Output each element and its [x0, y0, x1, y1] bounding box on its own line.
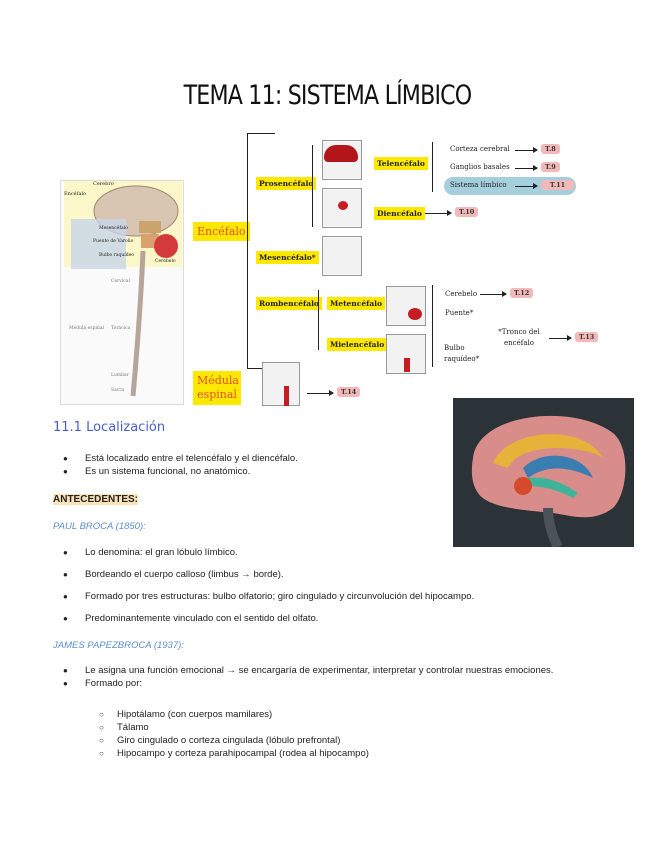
label-medula: Médula espinal	[69, 326, 104, 331]
bracket-telencefalo	[432, 142, 433, 192]
tag-t12: T.12	[510, 288, 534, 298]
tag-t10: T.10	[455, 207, 479, 217]
papez-heading: JAMES PAPEZBROCA (1937):	[53, 640, 184, 651]
brain-thumb-medula	[262, 362, 300, 406]
antecedentes-heading: ANTECEDENTES:	[53, 494, 139, 505]
arrow-medula	[307, 390, 334, 396]
bracket-main	[247, 133, 248, 368]
mesencefalo-label: Mesencéfalo*	[256, 251, 319, 264]
bullet-item: Está localizado entre el telencéfalo y e…	[53, 452, 433, 465]
telencefalo-label: Telencéfalo	[374, 157, 428, 170]
bullet-item: Lo denomina: el gran lóbulo límbico.	[53, 546, 613, 559]
bullet-item: Formado por tres estructuras: bulbo olfa…	[53, 590, 613, 603]
tag-t13: T.13	[575, 332, 599, 342]
arrow-ganglios	[515, 165, 538, 171]
section-heading: 11.1 Localización	[53, 420, 166, 435]
broca-heading: PAUL BROCA (1850):	[53, 521, 146, 532]
encefalo-label: Encéfalo	[193, 222, 250, 241]
mielencefalo-highlight	[404, 358, 410, 372]
arrow-cerebelo	[480, 291, 507, 297]
sub-item: Hipocampo y corteza parahipocampal (rode…	[53, 747, 613, 760]
label-cerebelo: Cerebelo	[155, 259, 176, 264]
papez-points: Le asigna una función emocional → se enc…	[53, 664, 613, 690]
label-sacra: Sacra	[111, 388, 125, 393]
location-bullets: Está localizado entre el telencéfalo y e…	[53, 452, 433, 478]
metencefalo-highlight	[408, 308, 422, 320]
tag-t8: T.8	[541, 144, 560, 154]
sub-item: Giro cingulado o corteza cingulada (lóbu…	[53, 734, 613, 747]
label-cervical: Cervical	[111, 279, 130, 284]
bullet-item: Predominantemente vinculado con el senti…	[53, 612, 613, 625]
bracket-bottom	[247, 368, 275, 369]
brain-drawing	[71, 185, 179, 397]
bullet-item: Es un sistema funcional, no anatómico.	[53, 465, 433, 478]
medula-highlight	[284, 386, 289, 406]
tag-t9: T.9	[541, 162, 560, 172]
ganglios-label: Ganglios basales	[450, 163, 510, 171]
mielencefalo-label: Mielencéfalo	[327, 338, 388, 351]
medula-label: Médula espinal	[193, 371, 241, 405]
label-encefalo: Encéfalo	[64, 191, 87, 197]
bracket-prosencefalo	[312, 145, 313, 227]
telencefalo-highlight	[324, 145, 358, 162]
arrow-sistema-limbico	[515, 183, 538, 189]
nervous-system-figure: Cerebro Encéfalo Mesencéfalo Puente de V…	[60, 180, 184, 405]
broca-points: Lo denomina: el gran lóbulo límbico. Bor…	[53, 546, 613, 625]
papez-subitems: Hipotálamo (con cuerpos mamilares) Tálam…	[53, 708, 613, 760]
arrow-tronco	[549, 335, 572, 341]
puente-label: Puente*	[445, 309, 474, 317]
bullet-item: Le asigna una función emocional → se enc…	[53, 664, 613, 677]
bulbo-label: Bulbo raquídeo*	[444, 344, 480, 363]
sistema-limbico-label: Sistema límbico	[450, 181, 507, 189]
arrow-corteza	[515, 147, 538, 153]
bullet-item: Formado por:	[53, 677, 613, 690]
tronco-label: *Tronco del encéfalo	[498, 328, 540, 347]
cerebelo-label: Cerebelo	[445, 290, 478, 298]
label-toracica: Torácica	[111, 326, 131, 331]
label-puente: Puente de Varolio	[93, 239, 134, 244]
sub-item: Hipotálamo (con cuerpos mamilares)	[53, 708, 613, 721]
tag-t11: T.11	[541, 180, 574, 190]
label-bulbo: Bulbo raquídeo	[99, 253, 134, 258]
rombencefalo-label: Rombencéfalo	[256, 297, 322, 310]
label-mesencefalo: Mesencéfalo	[99, 226, 128, 231]
brain-thumb-mesencefalo	[322, 236, 362, 276]
sub-item: Tálamo	[53, 721, 613, 734]
label-cerebro: Cerebro	[93, 181, 114, 187]
arrow-diencefalo	[425, 210, 452, 216]
label-lumbar: Lumbar	[111, 373, 129, 378]
diencefalo-label: Diencéfalo	[374, 207, 425, 220]
bracket-rombencefalo	[318, 290, 319, 350]
bullet-item: Bordeando el cuerpo calloso (limbus → bo…	[53, 568, 613, 581]
limbic-system-render	[453, 398, 634, 550]
limbic-render-drawing	[471, 415, 626, 550]
page-title: TEMA 11: SISTEMA LÍMBICO	[183, 80, 473, 111]
metencefalo-label: Metencéfalo	[327, 297, 386, 310]
corteza-label: Corteza cerebral	[450, 145, 510, 153]
tag-t14: T.14	[337, 387, 361, 397]
brain-thumb-metencefalo	[386, 286, 426, 326]
diencefalo-highlight	[338, 201, 348, 210]
bracket-metencefalo	[432, 285, 433, 367]
bracket-top	[247, 133, 275, 134]
prosencefalo-label: Prosencéfalo	[256, 177, 317, 190]
